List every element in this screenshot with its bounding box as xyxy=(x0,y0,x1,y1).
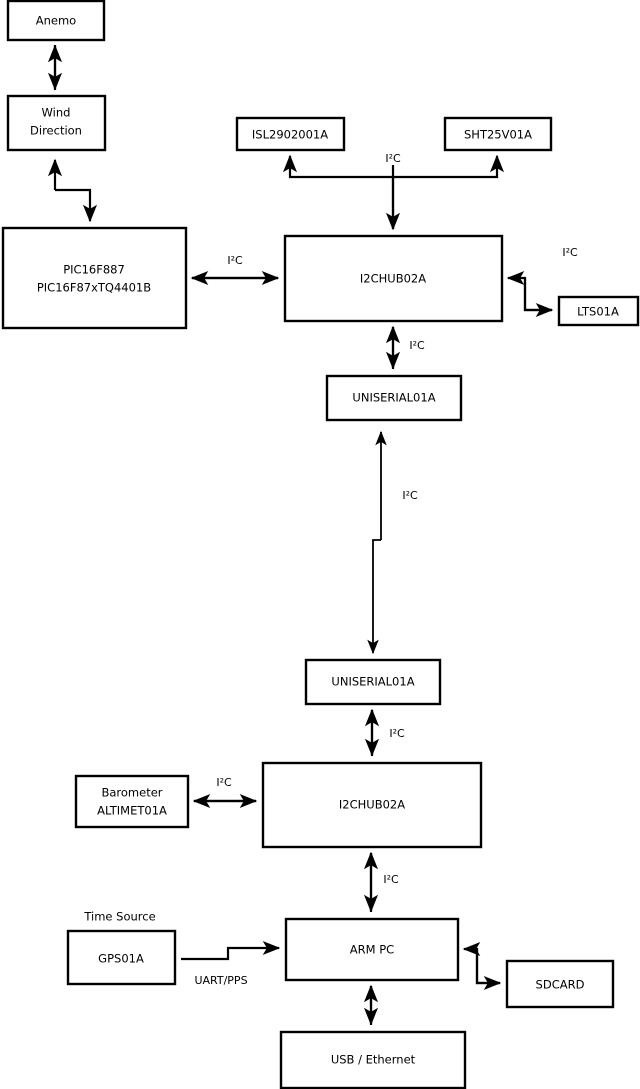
node-i2chub02a-top[interactable]: I2CHUB02A xyxy=(283,234,504,323)
node-barometer-label-line2: ALTIMET01A xyxy=(97,804,167,818)
node-usb-ethernet-label: USB / Ethernet xyxy=(331,1053,416,1067)
node-sdcard-label: SDCARD xyxy=(536,978,585,992)
node-wind-direction-label-line2: Direction xyxy=(30,124,82,138)
node-i2chub02a-bottom-label: I2CHUB02A xyxy=(339,798,405,812)
edge-gps-armpc xyxy=(181,940,281,961)
edge-label-i2c-uniserial-link: I²C xyxy=(402,489,418,502)
edge-label-i2c-hub-uniserial: I²C xyxy=(409,339,425,352)
node-sht25v01a[interactable]: SHT25V01A xyxy=(443,116,553,152)
node-uniserial01a-bottom[interactable]: UNISERIAL01A xyxy=(304,658,442,706)
node-barometer-altimet01a[interactable]: Barometer ALTIMET01A xyxy=(74,774,190,829)
node-uniserial01a-bottom-label: UNISERIAL01A xyxy=(331,675,414,689)
edge-i2chub-top-lts xyxy=(506,270,554,318)
node-anemo[interactable]: Anemo xyxy=(6,0,106,42)
edge-uniserial-top-uniserial-bottom xyxy=(367,430,387,655)
edge-wind-direction-pic xyxy=(47,158,98,223)
node-lts01a-label: LTS01A xyxy=(577,305,619,319)
edge-label-i2c-uniserial2-hub2: I²C xyxy=(389,727,405,740)
node-gps01a-label: GPS01A xyxy=(98,952,144,966)
node-pic16f887[interactable]: PIC16F887 PIC16F87xTQ4401B xyxy=(1,226,188,330)
node-barometer-label-line1: Barometer xyxy=(101,786,162,800)
node-uniserial01a-top-label: UNISERIAL01A xyxy=(352,391,435,405)
node-wind-direction[interactable]: Wind Direction xyxy=(6,94,107,152)
node-lts01a[interactable]: LTS01A xyxy=(557,295,640,327)
node-anemo-label: Anemo xyxy=(36,14,76,28)
node-i2chub02a-top-label: I2CHUB02A xyxy=(360,272,426,286)
node-pic16f887-label-line1: PIC16F887 xyxy=(63,263,125,277)
edge-label-uart-pps: UART/PPS xyxy=(194,974,247,987)
node-arm-pc-label: ARM PC xyxy=(350,943,394,957)
node-arm-pc[interactable]: ARM PC xyxy=(284,917,460,982)
edge-i2chub-top-sensors xyxy=(282,154,505,231)
time-source-label: Time Source xyxy=(83,910,155,924)
node-usb-ethernet[interactable]: USB / Ethernet xyxy=(279,1030,467,1089)
edge-label-i2c-pic-hub: I²C xyxy=(227,254,243,267)
node-sdcard[interactable]: SDCARD xyxy=(505,959,615,1009)
node-gps01a[interactable]: GPS01A xyxy=(66,929,177,986)
node-i2chub02a-bottom[interactable]: I2CHUB02A xyxy=(261,761,483,849)
node-isl2902001a-label: ISL2902001A xyxy=(252,128,328,142)
node-uniserial01a-top[interactable]: UNISERIAL01A xyxy=(325,374,463,422)
edge-label-i2c-hub-lts: I²C xyxy=(562,246,578,259)
node-isl2902001a[interactable]: ISL2902001A xyxy=(235,116,346,152)
node-wind-direction-label-line1: Wind xyxy=(42,106,71,120)
edge-armpc-sdcard xyxy=(462,941,502,991)
edge-label-i2c-hub2-armpc: I²C xyxy=(383,873,399,886)
edge-label-i2c-barometer-hub2: I²C xyxy=(216,776,232,789)
node-sht25v01a-label: SHT25V01A xyxy=(464,128,532,142)
edge-label-i2c-hub-sensors: I²C xyxy=(385,152,401,165)
node-pic16f887-label-line2: PIC16F87xTQ4401B xyxy=(37,281,151,295)
